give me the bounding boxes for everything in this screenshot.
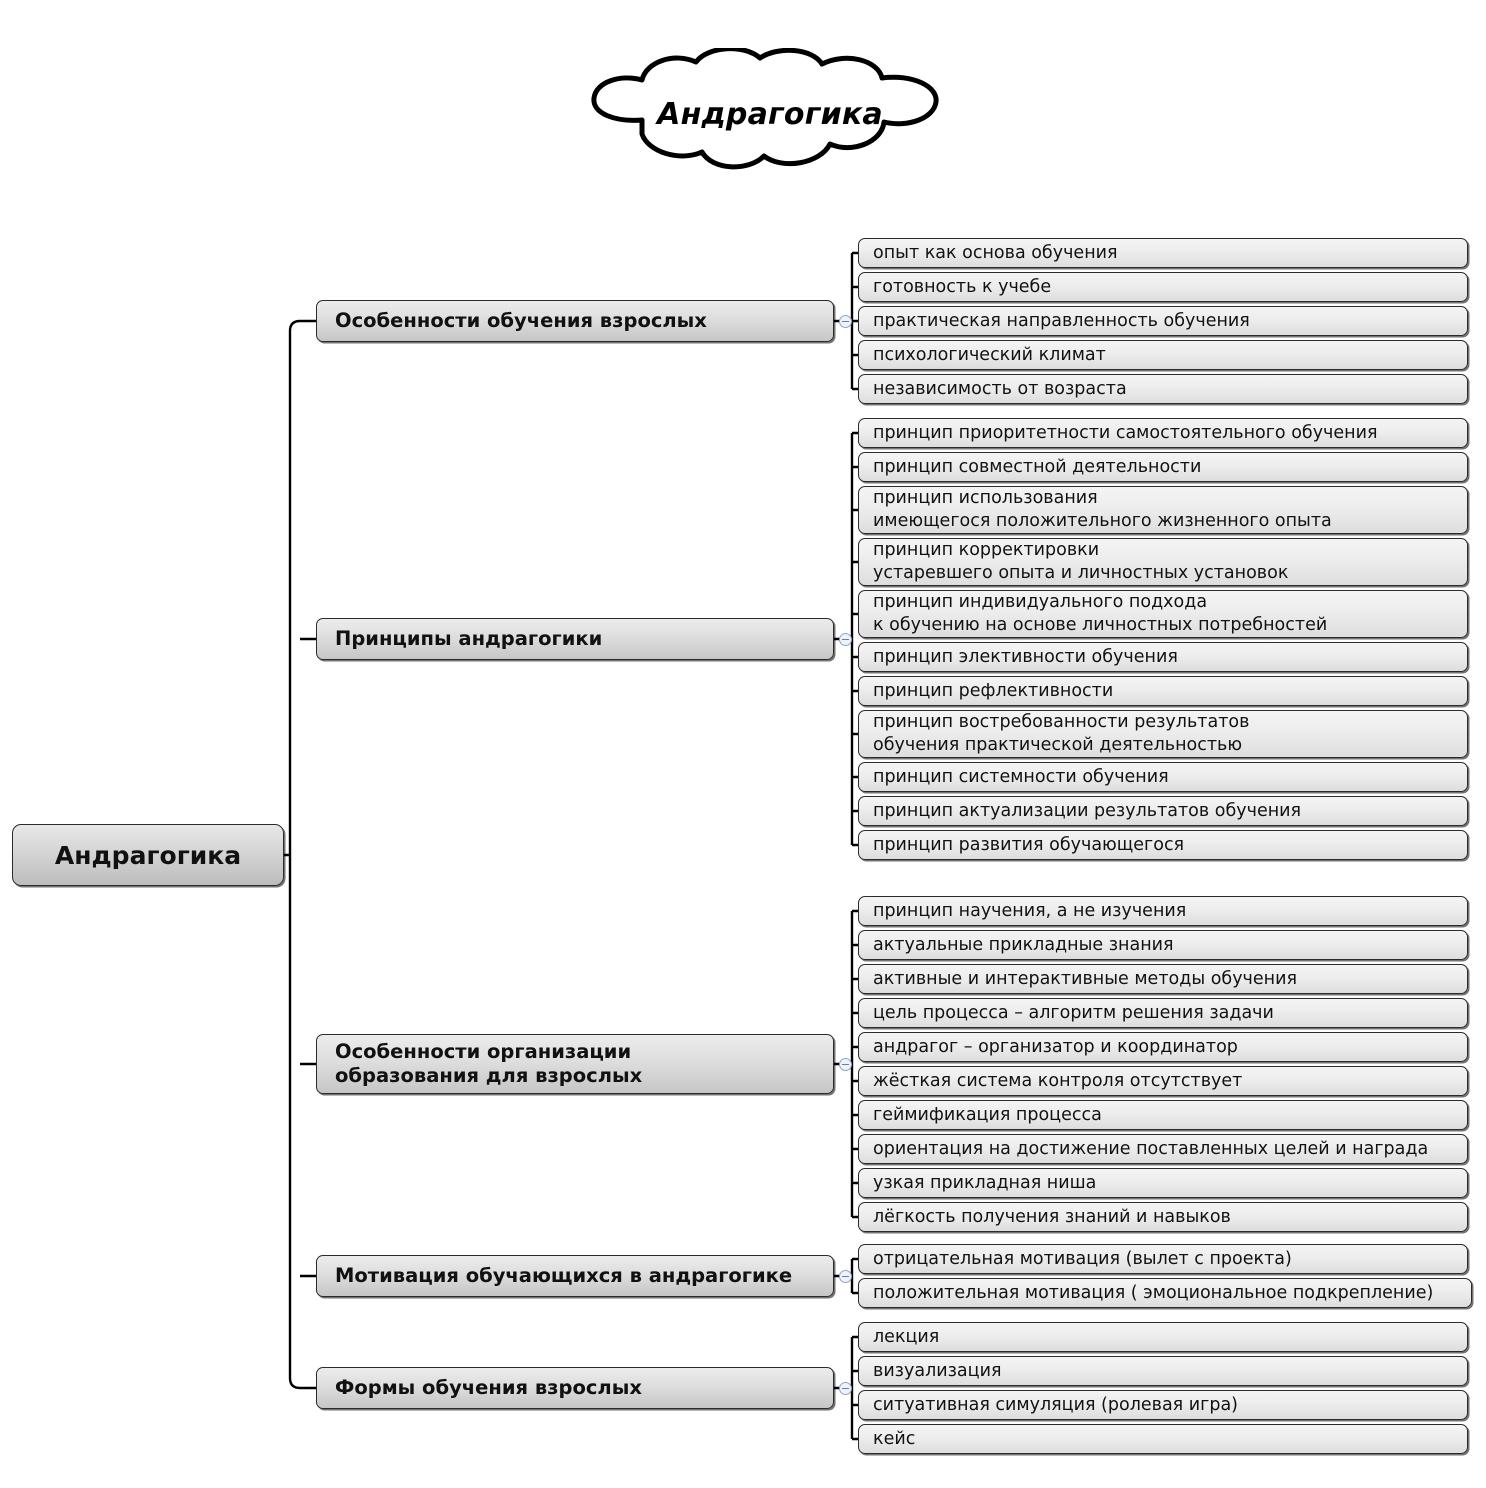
leaf-node-label: лёгкость получения знаний и навыков	[873, 1206, 1231, 1227]
leaf-node[interactable]: ориентация на достижение поставленных це…	[858, 1134, 1468, 1164]
leaf-node[interactable]: положительная мотивация ( эмоциональное …	[858, 1278, 1472, 1308]
leaf-node[interactable]: ситуативная симуляция (ролевая игра)	[858, 1390, 1468, 1420]
branch-node-label: Мотивация обучающихся в андрагогике	[335, 1263, 793, 1287]
leaf-node-label: узкая прикладная ниша	[873, 1172, 1097, 1193]
branch-node-label: Особенности организации образования для …	[335, 1039, 643, 1087]
leaf-node-label: независимость от возраста	[873, 378, 1127, 399]
leaf-node-label: положительная мотивация ( эмоциональное …	[873, 1282, 1434, 1303]
branch-node-label: Формы обучения взрослых	[335, 1375, 642, 1399]
leaf-node[interactable]: визуализация	[858, 1356, 1468, 1386]
leaf-node[interactable]: принцип использования имеющегося положит…	[858, 486, 1468, 534]
leaf-node-label: ситуативная симуляция (ролевая игра)	[873, 1394, 1238, 1415]
leaf-node-label: принцип системности обучения	[873, 766, 1169, 787]
leaf-node-label: геймификация процесса	[873, 1104, 1102, 1125]
leaf-node[interactable]: цель процесса – алгоритм решения задачи	[858, 998, 1468, 1028]
cloud-shape-icon	[591, 48, 939, 170]
cloud-title-node: Андрагогика	[556, 48, 976, 180]
leaf-node[interactable]: принцип индивидуального подхода к обучен…	[858, 590, 1468, 638]
leaf-node-label: лекция	[873, 1326, 940, 1347]
branch-node-osobennosti-obucheniya-vzroslyh[interactable]: Особенности обучения взрослых	[316, 300, 834, 342]
leaf-node[interactable]: опыт как основа обучения	[858, 238, 1468, 268]
leaf-node-label: андрагог – организатор и координатор	[873, 1036, 1238, 1057]
leaf-node[interactable]: готовность к учебе	[858, 272, 1468, 302]
leaf-node-label: готовность к учебе	[873, 276, 1052, 297]
leaf-node-label: жёсткая система контроля отсутствует	[873, 1070, 1243, 1091]
leaf-node-label: ориентация на достижение поставленных це…	[873, 1138, 1429, 1159]
leaf-node[interactable]: психологический климат	[858, 340, 1468, 370]
leaf-node-label: принцип развития обучающегося	[873, 834, 1185, 855]
leaf-node[interactable]: принцип научения, а не изучения	[858, 896, 1468, 926]
leaf-node-label: принцип совместной деятельности	[873, 456, 1202, 477]
leaf-node-label: цель процесса – алгоритм решения задачи	[873, 1002, 1274, 1023]
leaf-node[interactable]: независимость от возраста	[858, 374, 1468, 404]
leaf-node-label: практическая направленность обучения	[873, 310, 1250, 331]
leaf-node[interactable]: принцип приоритетности самостоятельного …	[858, 418, 1468, 448]
leaf-node[interactable]: жёсткая система контроля отсутствует	[858, 1066, 1468, 1096]
leaf-node-label: принцип индивидуального подхода к обучен…	[873, 592, 1328, 635]
leaf-node[interactable]: лекция	[858, 1322, 1468, 1352]
leaf-node-label: принцип элективности обучения	[873, 646, 1178, 667]
leaf-node[interactable]: кейс	[858, 1424, 1468, 1454]
branch-node-label: Особенности обучения взрослых	[335, 308, 707, 332]
branch-node-principy-andragogiki[interactable]: Принципы андрагогики	[316, 618, 834, 660]
leaf-node[interactable]: принцип системности обучения	[858, 762, 1468, 792]
leaf-node-label: активные и интерактивные методы обучения	[873, 968, 1297, 989]
leaf-node[interactable]: принцип совместной деятельности	[858, 452, 1468, 482]
leaf-node-label: актуальные прикладные знания	[873, 934, 1174, 955]
leaf-node[interactable]: активные и интерактивные методы обучения	[858, 964, 1468, 994]
leaf-node-label: принцип научения, а не изучения	[873, 900, 1187, 921]
collapse-toggle-icon[interactable]	[839, 1269, 852, 1283]
leaf-node-label: принцип рефлективности	[873, 680, 1114, 701]
branch-node-label: Принципы андрагогики	[335, 626, 603, 650]
leaf-node-label: опыт как основа обучения	[873, 242, 1118, 263]
leaf-node[interactable]: принцип актуализации результатов обучени…	[858, 796, 1468, 826]
leaf-node[interactable]: принцип корректировки устаревшего опыта …	[858, 538, 1468, 586]
leaf-node-label: кейс	[873, 1428, 916, 1449]
leaf-node[interactable]: принцип рефлективности	[858, 676, 1468, 706]
cloud-title-label: Андрагогика	[657, 96, 883, 132]
branch-node-formy-obucheniya-vzroslyh[interactable]: Формы обучения взрослых	[316, 1367, 834, 1409]
leaf-node[interactable]: принцип востребованности результатов обу…	[858, 710, 1468, 758]
leaf-node-label: принцип актуализации результатов обучени…	[873, 800, 1302, 821]
leaf-node-label: принцип приоритетности самостоятельного …	[873, 422, 1378, 443]
leaf-node-label: принцип востребованности результатов обу…	[873, 712, 1250, 755]
collapse-toggle-icon[interactable]	[839, 1381, 852, 1395]
collapse-toggle-icon[interactable]	[839, 632, 852, 646]
root-node-label: Андрагогика	[54, 840, 242, 870]
branch-node-osobennosti-organizacii-obrazovaniya[interactable]: Особенности организации образования для …	[316, 1034, 834, 1094]
leaf-node[interactable]: геймификация процесса	[858, 1100, 1468, 1130]
leaf-node[interactable]: практическая направленность обучения	[858, 306, 1468, 336]
leaf-node[interactable]: актуальные прикладные знания	[858, 930, 1468, 960]
leaf-node[interactable]: принцип развития обучающегося	[858, 830, 1468, 860]
collapse-toggle-icon[interactable]	[839, 1057, 852, 1071]
root-node[interactable]: Андрагогика	[12, 824, 284, 886]
leaf-node[interactable]: отрицательная мотивация (вылет с проекта…	[858, 1244, 1468, 1274]
leaf-node[interactable]: принцип элективности обучения	[858, 642, 1468, 672]
collapse-toggle-icon[interactable]	[839, 314, 852, 328]
leaf-node-label: принцип корректировки устаревшего опыта …	[873, 540, 1289, 583]
leaf-node-label: психологический климат	[873, 344, 1106, 365]
leaf-node-label: визуализация	[873, 1360, 1002, 1381]
leaf-node[interactable]: узкая прикладная ниша	[858, 1168, 1468, 1198]
leaf-node-label: отрицательная мотивация (вылет с проекта…	[873, 1248, 1292, 1269]
leaf-node-label: принцип использования имеющегося положит…	[873, 488, 1332, 531]
leaf-node[interactable]: андрагог – организатор и координатор	[858, 1032, 1468, 1062]
leaf-node[interactable]: лёгкость получения знаний и навыков	[858, 1202, 1468, 1232]
branch-node-motivaciya-obuchayushihsya[interactable]: Мотивация обучающихся в андрагогике	[316, 1255, 834, 1297]
